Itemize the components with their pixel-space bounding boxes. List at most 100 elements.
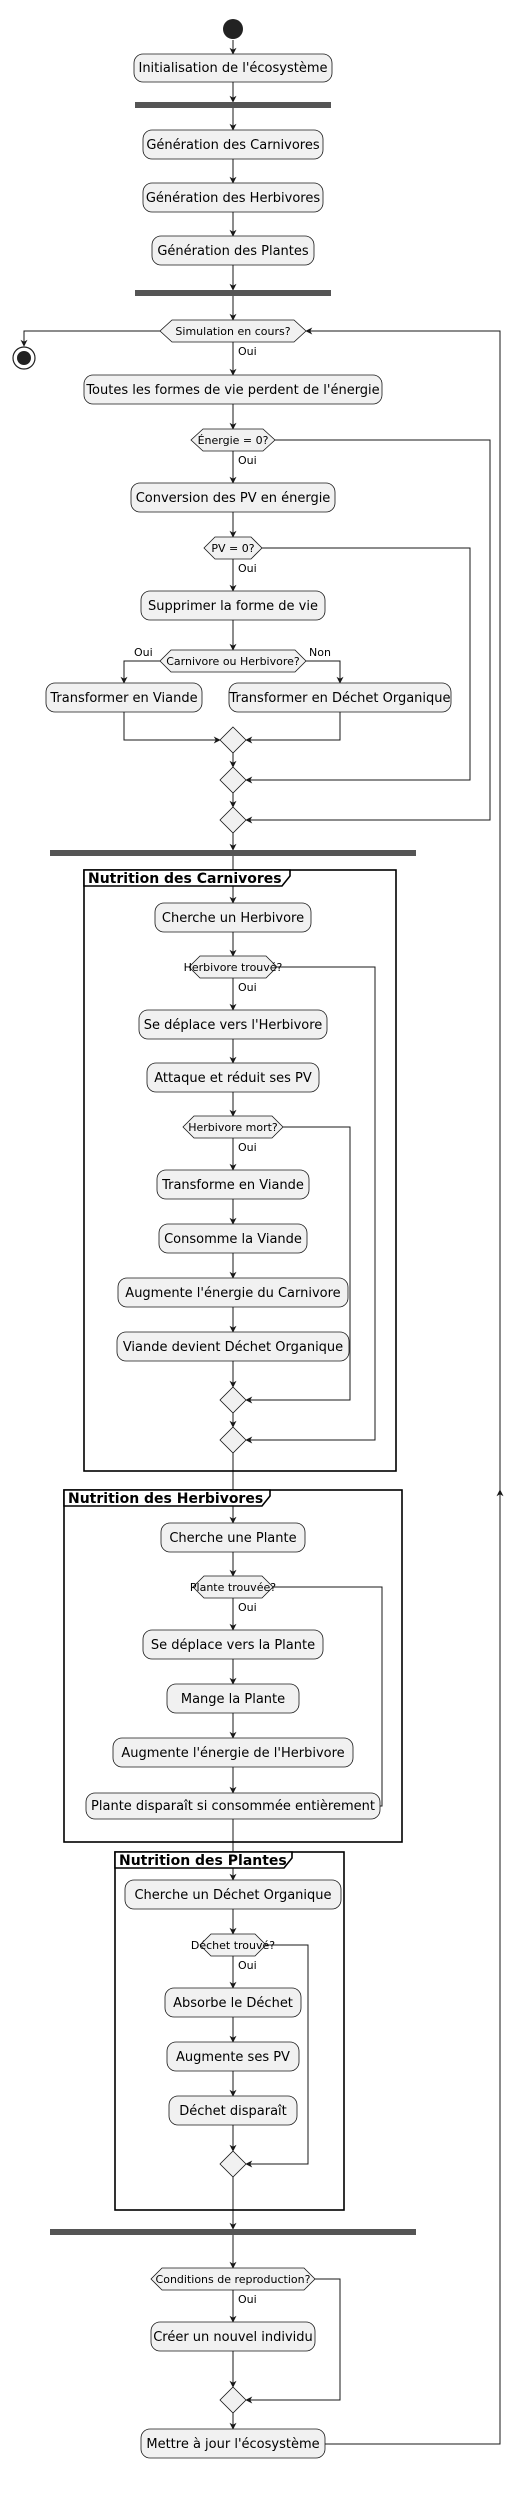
activity-c-transforme: Transforme en Viande bbox=[156, 1169, 310, 1200]
activity-h-disparait: Plante disparaît si consommée entièremen… bbox=[85, 1792, 381, 1820]
activity-h-deplace: Se déplace vers la Plante bbox=[142, 1629, 324, 1660]
activity-p-augmente: Augmente ses PV bbox=[166, 2041, 300, 2072]
label-oui-type: Oui bbox=[134, 646, 153, 659]
svg-text:PV = 0?: PV = 0? bbox=[211, 542, 254, 555]
activity-perte-energie: Toutes les formes de vie perdent de l'én… bbox=[83, 374, 383, 405]
svg-text:Herbivore trouvé?: Herbivore trouvé? bbox=[184, 961, 283, 974]
start-node bbox=[223, 19, 243, 39]
activity-c-deplace: Se déplace vers l'Herbivore bbox=[138, 1009, 328, 1040]
activity-gen-plantes: Génération des Plantes bbox=[151, 235, 315, 266]
svg-text:Supprimer la forme de vie: Supprimer la forme de vie bbox=[148, 599, 318, 614]
svg-text:Consomme la Viande: Consomme la Viande bbox=[164, 1232, 302, 1247]
activity-init: Initialisation de l'écosystème bbox=[133, 53, 333, 83]
svg-text:Plante disparaît si consommée: Plante disparaît si consommée entièremen… bbox=[91, 1799, 375, 1814]
merge-energie bbox=[219, 806, 247, 834]
svg-text:Augmente l'énergie du Carnivor: Augmente l'énergie du Carnivore bbox=[125, 1286, 340, 1301]
svg-text:Nutrition des Herbivores: Nutrition des Herbivores bbox=[68, 1491, 263, 1507]
decision-plante-trouvee: Plante trouvée? bbox=[190, 1575, 276, 1599]
svg-text:Mange la Plante: Mange la Plante bbox=[181, 1692, 285, 1707]
svg-text:Transformer en Viande: Transformer en Viande bbox=[49, 691, 197, 706]
decision-conditions: Conditions de reproduction? bbox=[150, 2267, 316, 2291]
activity-reproduction: Créer un nouvel individu bbox=[150, 2321, 316, 2352]
activity-gen-herbivores: Génération des Herbivores bbox=[142, 182, 324, 213]
activity-p-absorbe: Absorbe le Déchet bbox=[164, 1987, 302, 2018]
activity-gen-carnivores: Génération des Carnivores bbox=[142, 129, 324, 160]
decision-herbivore-trouve: Herbivore trouvé? bbox=[184, 955, 283, 979]
activity-h-augmente: Augmente l'énergie de l'Herbivore bbox=[112, 1737, 354, 1768]
label-non-type: Non bbox=[309, 646, 331, 659]
decision-herbivore-mort: Herbivore mort? bbox=[182, 1115, 284, 1139]
svg-text:Attaque et réduit ses PV: Attaque et réduit ses PV bbox=[154, 1071, 312, 1086]
join-bar-generation bbox=[135, 290, 331, 296]
activity-transformer-dechet: Transformer en Déchet Organique bbox=[228, 682, 452, 713]
decision-pv: PV = 0? bbox=[203, 536, 263, 560]
label-oui-simulation: Oui bbox=[238, 345, 257, 358]
activity-transformer-viande: Transformer en Viande bbox=[45, 682, 203, 713]
svg-text:Nutrition des Plantes: Nutrition des Plantes bbox=[119, 1853, 287, 1869]
svg-text:Cherche un Déchet Organique: Cherche un Déchet Organique bbox=[134, 1888, 331, 1903]
activity-p-disparait: Déchet disparaît bbox=[168, 2095, 298, 2126]
svg-text:Initialisation de l'écosystème: Initialisation de l'écosystème bbox=[138, 61, 327, 76]
svg-text:Simulation en cours?: Simulation en cours? bbox=[175, 325, 290, 338]
svg-text:Plante trouvée?: Plante trouvée? bbox=[190, 1581, 276, 1594]
svg-text:Augmente ses PV: Augmente ses PV bbox=[176, 2050, 290, 2065]
svg-text:Cherche un Herbivore: Cherche un Herbivore bbox=[162, 911, 304, 926]
activity-c-augmente: Augmente l'énergie du Carnivore bbox=[117, 1277, 349, 1308]
svg-text:Énergie = 0?: Énergie = 0? bbox=[198, 434, 269, 447]
activity-h-cherche: Cherche une Plante bbox=[160, 1522, 306, 1553]
label-oui-pv: Oui bbox=[238, 562, 257, 575]
activity-c-consomme: Consomme la Viande bbox=[158, 1223, 308, 1254]
svg-text:Créer un nouvel individu: Créer un nouvel individu bbox=[153, 2330, 313, 2345]
svg-text:Nutrition des Carnivores: Nutrition des Carnivores bbox=[88, 871, 282, 887]
label-oui-dechet-trouve: Oui bbox=[238, 1959, 257, 1972]
activity-supprimer: Supprimer la forme de vie bbox=[140, 590, 326, 621]
svg-text:Déchet trouvé?: Déchet trouvé? bbox=[191, 1939, 275, 1952]
svg-text:Génération des Plantes: Génération des Plantes bbox=[157, 244, 309, 259]
svg-text:Génération des Carnivores: Génération des Carnivores bbox=[146, 138, 320, 153]
svg-text:Carnivore ou Herbivore?: Carnivore ou Herbivore? bbox=[166, 655, 300, 668]
partition-carnivores: Nutrition des Carnivores bbox=[83, 869, 397, 1472]
svg-text:Mettre à jour l'écosystème: Mettre à jour l'écosystème bbox=[146, 2437, 319, 2452]
edges bbox=[20, 40, 504, 2445]
decision-energie: Énergie = 0? bbox=[190, 428, 276, 452]
merge-dechet-trouve bbox=[219, 2150, 247, 2178]
join-bar-nutrition bbox=[50, 2229, 416, 2235]
svg-text:Se déplace vers la Plante: Se déplace vers la Plante bbox=[151, 1638, 315, 1653]
svg-text:Déchet disparaît: Déchet disparaît bbox=[179, 2104, 287, 2119]
merge-pv bbox=[219, 766, 247, 794]
svg-text:Se déplace vers l'Herbivore: Se déplace vers l'Herbivore bbox=[144, 1018, 323, 1033]
decision-type: Carnivore ou Herbivore? bbox=[159, 649, 307, 673]
svg-text:Cherche une Plante: Cherche une Plante bbox=[169, 1531, 296, 1546]
merge-conditions bbox=[219, 2386, 247, 2414]
svg-text:Viande devient Déchet Organiqu: Viande devient Déchet Organique bbox=[123, 1340, 343, 1355]
label-oui-conditions: Oui bbox=[238, 2293, 257, 2306]
stop-node bbox=[12, 346, 36, 370]
activity-p-cherche: Cherche un Déchet Organique bbox=[124, 1879, 342, 1910]
fork-bar-generation bbox=[135, 102, 331, 108]
activity-h-mange: Mange la Plante bbox=[166, 1683, 300, 1714]
label-oui-plante-trouvee: Oui bbox=[238, 1601, 257, 1614]
activity-c-dechet: Viande devient Déchet Organique bbox=[116, 1331, 350, 1362]
merge-type bbox=[219, 726, 247, 754]
svg-text:Transforme en Viande: Transforme en Viande bbox=[161, 1178, 304, 1193]
decision-dechet-trouve: Déchet trouvé? bbox=[191, 1933, 275, 1957]
svg-text:Toutes les formes de vie perde: Toutes les formes de vie perdent de l'én… bbox=[85, 383, 379, 398]
activity-c-attaque: Attaque et réduit ses PV bbox=[146, 1062, 320, 1093]
svg-text:Conversion des PV en énergie: Conversion des PV en énergie bbox=[136, 491, 331, 506]
merge-herbivore-trouve bbox=[219, 1426, 247, 1454]
svg-text:Conditions de reproduction?: Conditions de reproduction? bbox=[156, 2273, 311, 2286]
activity-maj: Mettre à jour l'écosystème bbox=[140, 2428, 326, 2459]
svg-text:Augmente l'énergie de l'Herbiv: Augmente l'énergie de l'Herbivore bbox=[121, 1746, 344, 1761]
svg-text:Transformer en Déchet Organiqu: Transformer en Déchet Organique bbox=[228, 691, 450, 706]
fork-bar-nutrition bbox=[50, 850, 416, 856]
activity-c-cherche: Cherche un Herbivore bbox=[154, 902, 312, 933]
partition-plantes: Nutrition des Plantes bbox=[114, 1851, 345, 2211]
svg-text:Génération des Herbivores: Génération des Herbivores bbox=[146, 191, 320, 206]
partition-herbivores: Nutrition des Herbivores bbox=[63, 1489, 403, 1843]
decision-simulation: Simulation en cours? bbox=[159, 319, 307, 343]
label-oui-energie: Oui bbox=[238, 454, 257, 467]
merge-herbivore-mort bbox=[219, 1386, 247, 1414]
label-oui-herbivore-mort: Oui bbox=[238, 1141, 257, 1154]
svg-text:Absorbe le Déchet: Absorbe le Déchet bbox=[173, 1996, 293, 2011]
